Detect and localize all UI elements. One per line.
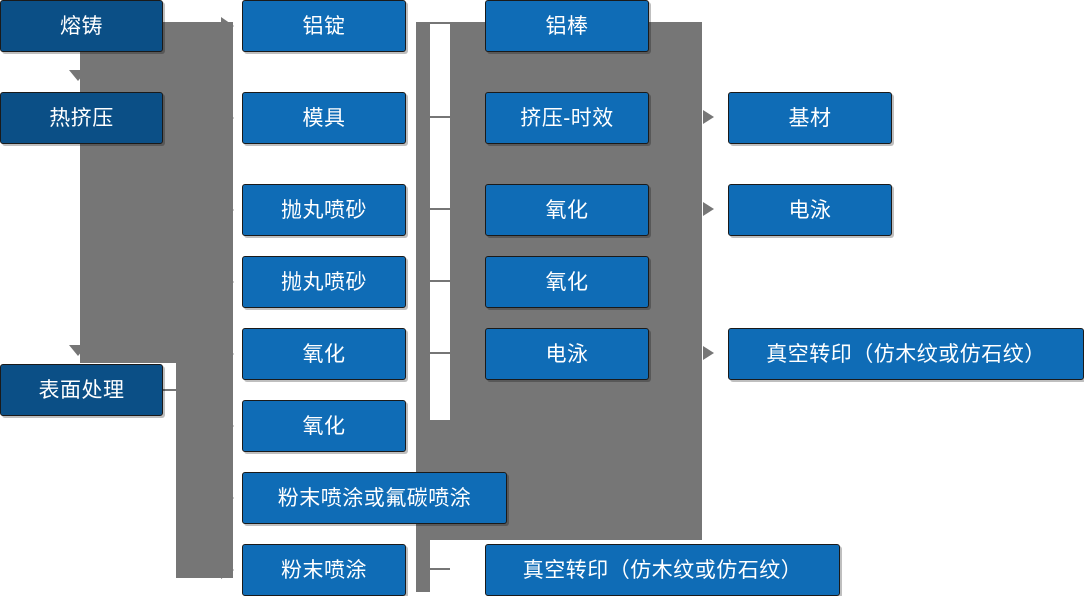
arrow-to-m2 [221,109,234,127]
node-process-oxidation-2[interactable]: 氧化 [485,256,649,308]
arrow-to-o2 [703,202,714,216]
arrow-to-m6 [221,417,234,435]
gap-separator-1 [430,22,450,24]
node-output-vacuum-transfer-printing[interactable]: 真空转印（仿木纹或仿石纹） [728,328,1084,380]
node-process-electrophoresis[interactable]: 电泳 [485,328,649,380]
node-material-mold[interactable]: 模具 [242,92,406,144]
connector-block-stages-top [80,22,233,363]
arrow-to-o3 [703,346,714,360]
node-material-aluminum-ingot[interactable]: 铝锭 [242,0,406,52]
arrow-to-m8 [221,561,234,579]
arrow-to-m5 [221,345,234,363]
node-material-powder-coating[interactable]: 粉末喷涂 [242,544,406,596]
connector-line-surface-stub [163,389,185,391]
node-stage-surface-treatment[interactable]: 表面处理 [0,364,163,416]
node-material-shot-blasting-1[interactable]: 抛丸喷砂 [242,184,406,236]
node-output-base-material[interactable]: 基材 [728,92,892,144]
node-process-oxidation-1[interactable]: 氧化 [485,184,649,236]
node-process-aluminum-bar[interactable]: 铝棒 [485,0,649,52]
node-process-vacuum-transfer-printing[interactable]: 真空转印（仿木纹或仿石纹） [485,544,840,596]
gap-separator-6 [430,568,450,570]
node-material-oxidation-2[interactable]: 氧化 [242,400,406,452]
node-stage-hot-extrusion[interactable]: 热挤压 [0,92,163,144]
gap-separator-2 [430,116,450,118]
node-material-shot-blasting-2[interactable]: 抛丸喷砂 [242,256,406,308]
gap-separator-5 [430,352,450,354]
node-stage-meltcast[interactable]: 熔铸 [0,0,163,52]
node-material-oxidation-1[interactable]: 氧化 [242,328,406,380]
arrow-to-m4 [221,273,234,291]
gap-separator-3 [430,208,450,210]
arrow-down-surface [69,345,87,356]
gap-separator-4 [430,280,450,282]
node-output-electrophoresis[interactable]: 电泳 [728,184,892,236]
node-material-powder-fluorocarbon-coating[interactable]: 粉末喷涂或氟碳喷涂 [242,472,507,524]
arrow-down-meltcast [69,70,87,81]
arrow-to-m3 [221,201,234,219]
arrow-to-m7 [221,489,234,507]
connector-block-stages-bottom [176,363,233,578]
arrow-to-m1 [221,17,234,35]
node-process-extrusion-aging[interactable]: 挤压-时效 [485,92,649,144]
arrow-to-o1 [703,110,714,124]
